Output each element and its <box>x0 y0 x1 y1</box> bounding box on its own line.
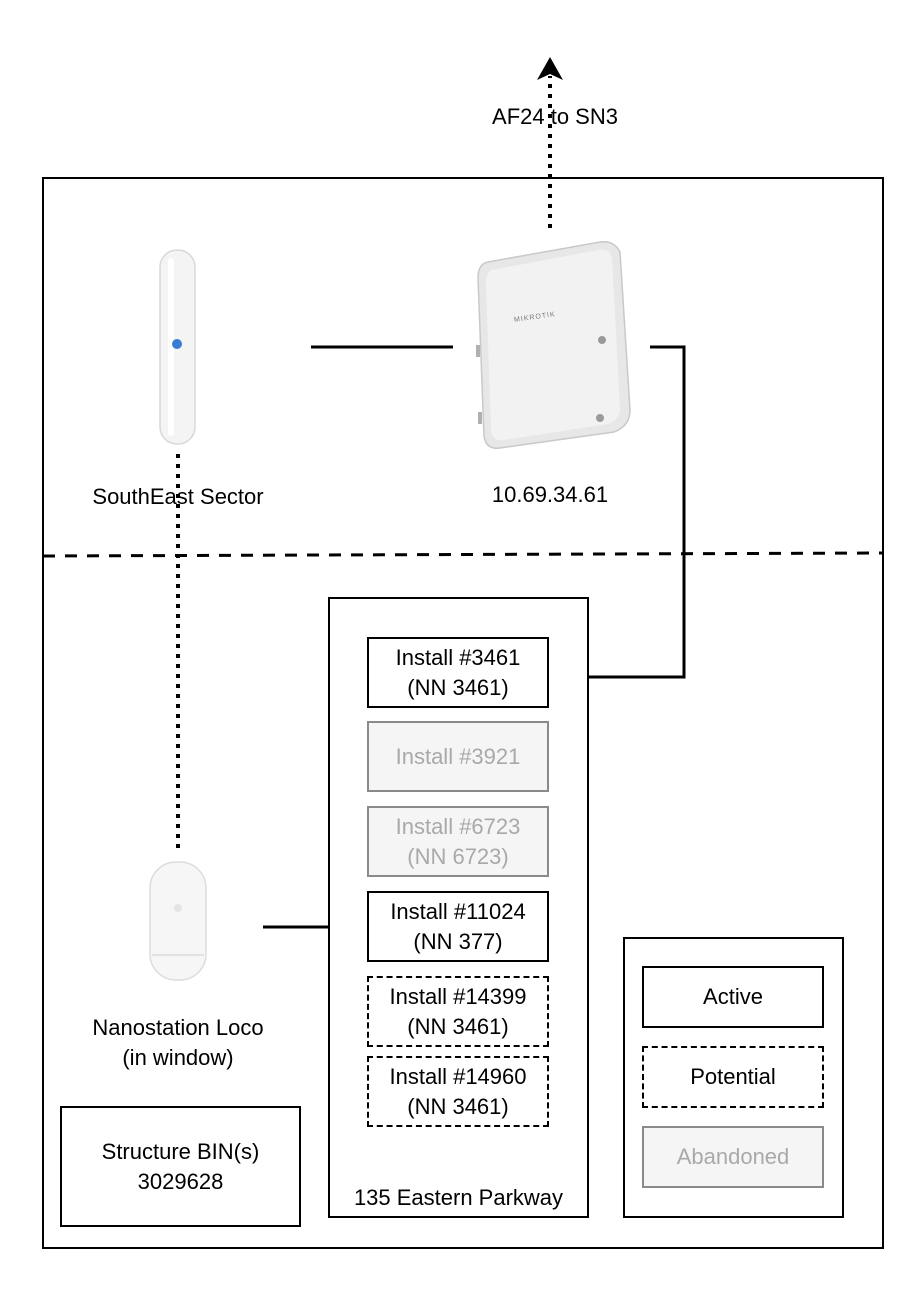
sector-label: SouthEast Sector <box>92 484 264 509</box>
install-title: Install #6723 <box>395 813 521 839</box>
install-title: Install #3461 <box>395 644 521 670</box>
router-install-link <box>558 345 686 679</box>
uplink-label: AF24 to SN3 <box>492 104 618 129</box>
legend-potential-label: Potential <box>690 1064 776 1089</box>
legend-abandoned-label: Abandoned <box>676 1144 790 1169</box>
mikrotik-router-icon <box>476 240 631 449</box>
uplink-arrowhead <box>537 57 563 80</box>
install-nn: (NN 3461) <box>407 674 509 700</box>
ubiquiti-sector-antenna-icon <box>159 249 196 445</box>
install-nn: (NN 3461) <box>407 1013 509 1039</box>
install-title: Install #14960 <box>389 1063 527 1089</box>
legend-abandoned: Abandoned <box>642 1126 824 1188</box>
install-box-6723: Install #6723 (NN 6723) <box>367 806 549 877</box>
install-title: Install #3921 <box>395 743 521 769</box>
install-box-11024: Install #11024 (NN 377) <box>367 891 549 962</box>
nanostation-label-line1: Nanostation Loco <box>92 1015 264 1040</box>
building-label: 135 Eastern Parkway <box>353 1185 564 1210</box>
install-title: Install #11024 <box>390 898 526 924</box>
outer-frame <box>42 177 884 1249</box>
install-nn: (NN 6723) <box>407 843 509 869</box>
install-box-3461: Install #3461 (NN 3461) <box>367 637 549 708</box>
divider-line <box>42 551 884 558</box>
install-title: Install #14399 <box>389 983 527 1009</box>
install-box-14960: Install #14960 (NN 3461) <box>367 1056 549 1127</box>
install-box-14399: Install #14399 (NN 3461) <box>367 976 549 1047</box>
nanostation-label: Nanostation Loco (in window) <box>60 1013 296 1073</box>
legend-active: Active <box>642 966 824 1028</box>
nanostation-icon <box>149 861 207 981</box>
structure-bin-box: Structure BIN(s) 3029628 <box>60 1106 301 1227</box>
structure-bin-title: Structure BIN(s) <box>101 1138 260 1164</box>
nanostation-label-line2: (in window) <box>122 1045 234 1070</box>
legend-potential: Potential <box>642 1046 824 1108</box>
router-ip-label: 10.69.34.61 <box>491 482 609 507</box>
install-box-3921: Install #3921 <box>367 721 549 792</box>
legend-active-label: Active <box>703 984 763 1009</box>
install-nn: (NN 377) <box>413 928 503 954</box>
install-nn: (NN 3461) <box>407 1093 509 1119</box>
structure-bin-value: 3029628 <box>137 1168 224 1194</box>
